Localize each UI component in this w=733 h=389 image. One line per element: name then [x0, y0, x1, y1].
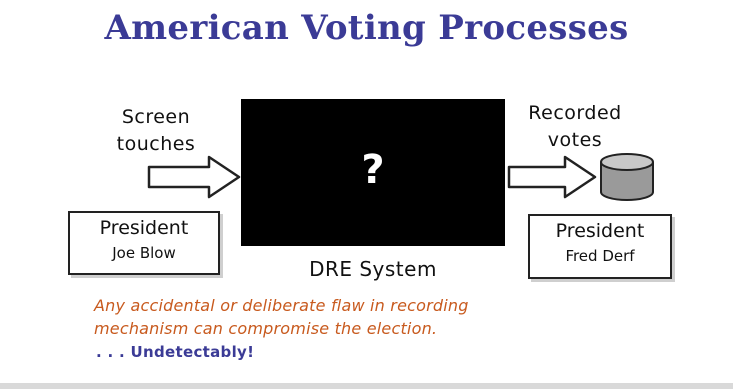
- input-label-line1: Screen: [121, 106, 191, 128]
- database-cylinder-icon: [600, 153, 654, 201]
- input-label: Screen touches: [92, 104, 220, 158]
- input-ballot-name: Joe Blow: [112, 244, 176, 262]
- output-ballot-name: Fred Derf: [565, 247, 635, 265]
- dre-system-box: ?: [241, 99, 505, 246]
- input-arrow-icon: [147, 155, 241, 199]
- output-label-line1: Recorded: [528, 102, 622, 124]
- output-label-line2: votes: [547, 129, 603, 151]
- output-ballot-role: President: [555, 220, 645, 242]
- conclusion-text: . . . Undetectably!: [96, 343, 255, 361]
- input-label-line2: touches: [116, 133, 196, 155]
- output-arrow-icon: [507, 155, 597, 199]
- input-ballot-role: President: [99, 217, 189, 239]
- slide-bottom-divider: [0, 383, 733, 389]
- unknown-process-symbol: ?: [361, 147, 385, 193]
- output-label: Recorded votes: [505, 100, 645, 154]
- slide-title: American Voting Processes: [104, 8, 629, 48]
- input-ballot-card: President Joe Blow: [68, 211, 220, 275]
- output-ballot-card: President Fred Derf: [528, 214, 672, 279]
- warning-line1: Any accidental or deliberate flaw in rec…: [94, 296, 469, 315]
- warning-text: Any accidental or deliberate flaw in rec…: [94, 294, 654, 340]
- dre-system-label: DRE System: [309, 257, 437, 281]
- warning-line2: mechanism can compromise the election.: [94, 319, 438, 338]
